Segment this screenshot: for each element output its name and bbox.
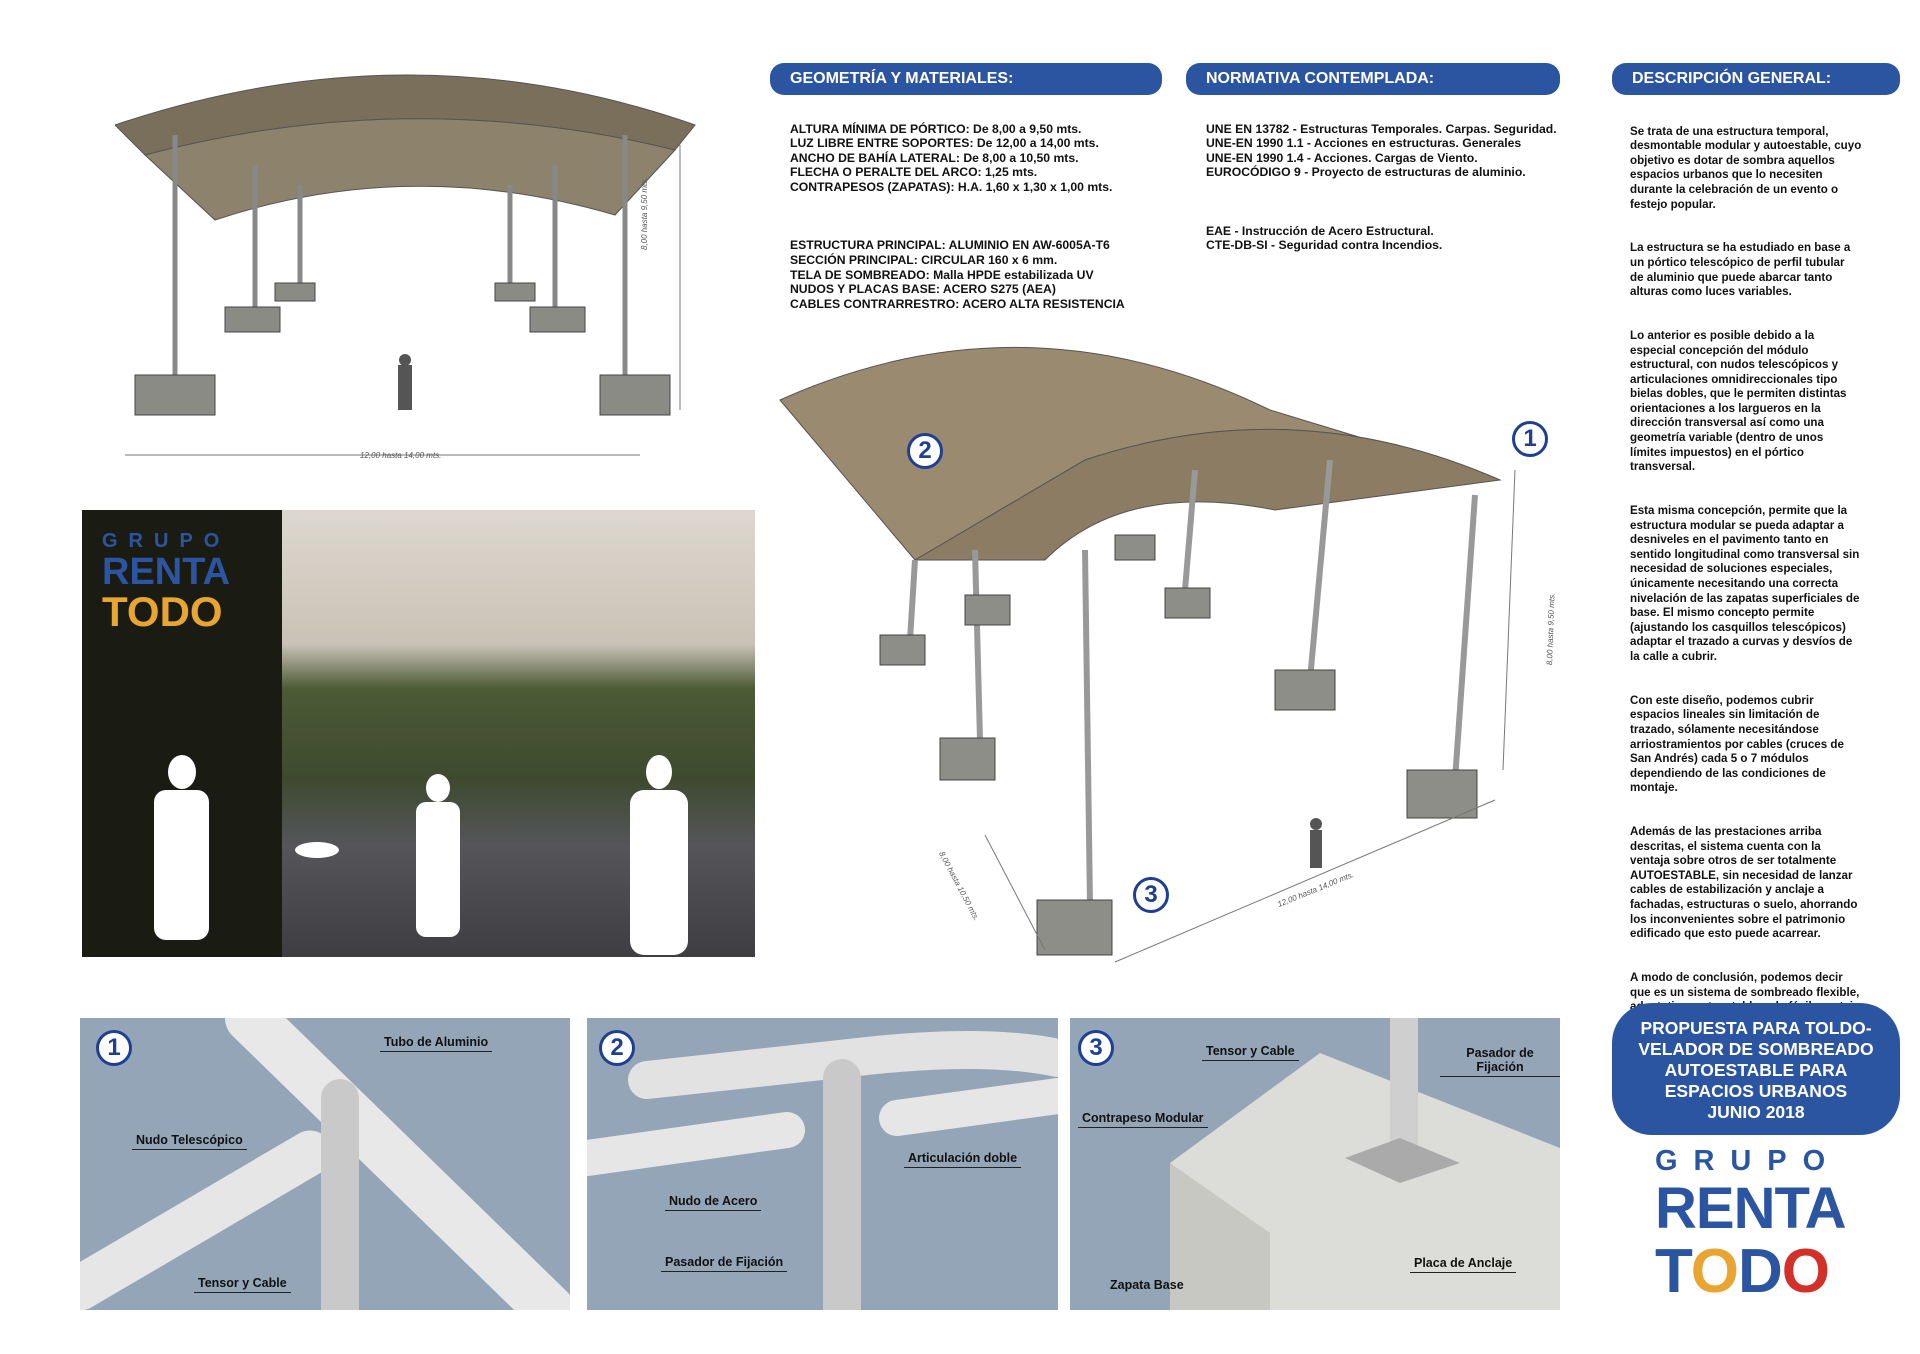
joint-detail-drawing — [587, 1031, 1058, 1310]
base-detail-drawing — [1170, 1018, 1560, 1310]
label-tensor-cable-3: Tensor y Cable — [1202, 1044, 1299, 1061]
detail-panel-3: 3 Tensor y Cable Pasador de Fijación Con… — [1070, 1018, 1560, 1310]
descripcion-text: Se trata de una estructura temporal, des… — [1630, 124, 1862, 1043]
label-tensor-cable: Tensor y Cable — [194, 1276, 291, 1293]
label-zapata-base: Zapata Base — [1110, 1278, 1184, 1292]
label-pasador-fijacion-3: Pasador de Fijación — [1440, 1046, 1560, 1077]
proposal-box: PROPUESTA PARA TOLDO-VELADOR DE SOMBREAD… — [1612, 1003, 1900, 1135]
label-tubo-aluminio: Tubo de Aluminio — [380, 1035, 493, 1052]
normativa-header: NORMATIVA CONTEMPLADA: — [1186, 63, 1560, 95]
detail-1-number: 1 — [96, 1030, 132, 1066]
logo-todo: TODO — [1655, 1237, 1830, 1306]
perspective-drawing — [779, 346, 1516, 963]
front-width-dim: 12,00 hasta 14,00 mts. — [360, 451, 442, 460]
detail-panel-1: 1 Tubo de Aluminio Nudo Telescópico Tens… — [80, 1018, 570, 1310]
label-placa-anclaje: Placa de Anclaje — [1410, 1256, 1517, 1273]
front-view-drawing — [115, 74, 696, 456]
label-nudo-acero: Nudo de Acero — [665, 1194, 762, 1211]
marker-1: 1 — [1512, 421, 1548, 457]
people-silhouettes — [154, 755, 688, 955]
detail-3-number: 3 — [1078, 1030, 1114, 1066]
normativa-text: UNE EN 13782 - Estructuras Temporales. C… — [1206, 121, 1557, 253]
descripcion-header: DESCRIPCIÓN GENERAL: — [1612, 63, 1900, 95]
marker-2: 2 — [907, 433, 943, 469]
node-detail-drawing — [80, 1018, 570, 1310]
detail-panel-2: 2 Articulación doble Nudo de Acero Pasad… — [587, 1018, 1058, 1310]
label-nudo-telescopico: Nudo Telescópico — [132, 1133, 247, 1150]
street-photo: GRUPO RENTA TODO — [82, 510, 755, 957]
detail-2-number: 2 — [599, 1030, 635, 1066]
label-contrapeso-modular: Contrapeso Modular — [1078, 1111, 1208, 1128]
geometria-header: GEOMETRÍA Y MATERIALES: — [770, 63, 1162, 95]
marker-3: 3 — [1133, 877, 1169, 913]
front-height-dim: 8,00 hasta 9,50 mts. — [640, 177, 649, 251]
company-logo: GRUPO RENTA TODO — [1655, 1145, 1885, 1304]
photo-logo: GRUPO RENTA TODO — [102, 530, 231, 635]
geometria-text: ALTURA MÍNIMA DE PÓRTICO: De 8,00 a 9,50… — [790, 121, 1125, 311]
label-pasador-fijacion: Pasador de Fijación — [661, 1255, 788, 1272]
label-articulacion-doble: Articulación doble — [904, 1151, 1022, 1168]
